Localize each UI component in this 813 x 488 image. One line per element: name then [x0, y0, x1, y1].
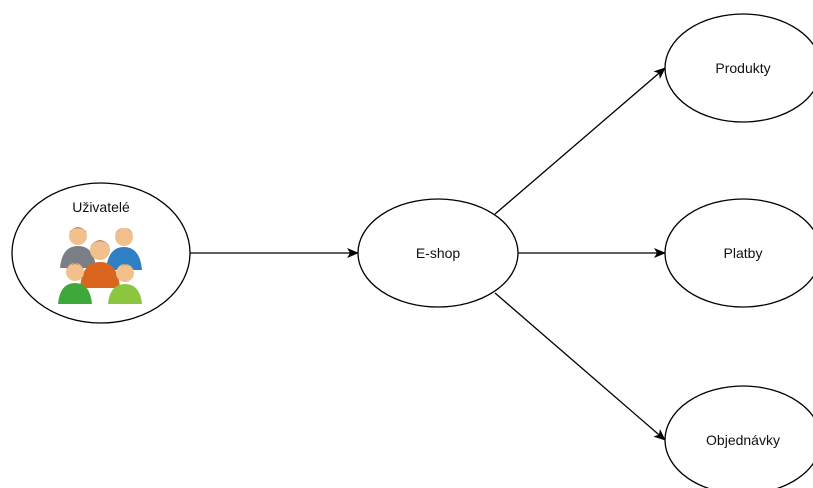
node-products-shape [664, 13, 813, 123]
node-payments-shape [664, 198, 813, 308]
node-orders[interactable]: Objednávky [664, 385, 813, 488]
node-payments-label: Platby [724, 245, 763, 261]
node-users-label: Uživatelé [72, 199, 130, 215]
edge-eshop-to-orders[interactable] [494, 292, 666, 441]
node-eshop-shape [357, 198, 519, 308]
edge-eshop-to-products[interactable] [494, 67, 666, 215]
node-products-label: Produkty [715, 60, 770, 76]
node-eshop[interactable]: E-shop [357, 198, 519, 308]
node-users[interactable]: Uživatelé [11, 182, 191, 324]
node-orders-shape [664, 385, 813, 488]
users-group-icon [58, 227, 142, 304]
node-payments[interactable]: Platby [664, 198, 813, 308]
node-products[interactable]: Produkty [664, 13, 813, 123]
node-orders-label: Objednávky [706, 432, 780, 448]
node-eshop-label: E-shop [416, 245, 461, 261]
edges [190, 67, 666, 441]
